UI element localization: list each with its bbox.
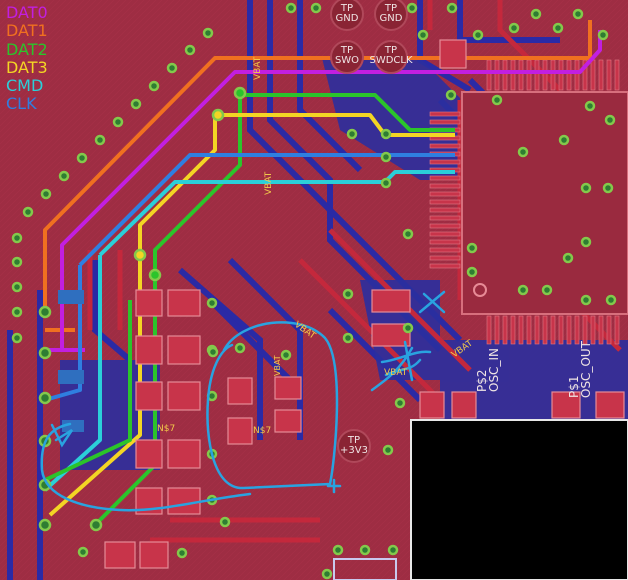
trace-dat1	[43, 20, 592, 310]
hand-annotations	[40, 290, 446, 512]
tp-gnd-2-net: GND	[379, 13, 403, 24]
mcu-qfp-package	[429, 59, 628, 345]
silk-osc-in: P$2 OSC_IN	[475, 348, 501, 392]
vias	[11, 2, 617, 580]
silk-vbat-2: VBAT	[264, 171, 274, 195]
tp-swo-tp: TP	[340, 45, 354, 56]
silk-osc-in-net: OSC_IN	[487, 348, 501, 392]
shielded-component-body	[410, 419, 628, 580]
legend-dat3: DAT3	[6, 57, 48, 77]
tp-gnd-2: TP GND	[377, 4, 405, 24]
tp-swo: TP SWO	[331, 46, 363, 66]
signal-legend: DAT0 DAT1 DAT2 DAT3 CMD CLK	[6, 3, 48, 114]
tp-gnd-2-tp: TP	[384, 3, 398, 14]
legend-cmd: CMD	[6, 76, 44, 96]
trace-clk	[78, 153, 455, 267]
annotation-lasso	[40, 422, 252, 512]
silk-vbat-1: VBAT	[253, 56, 263, 80]
tp-3v3: TP +3V3	[337, 436, 371, 456]
test-points	[330, 0, 408, 463]
silk-ns7-1: N$7	[157, 424, 176, 434]
passive-components	[58, 39, 625, 569]
tp-swdclk-net: SWDCLK	[369, 55, 413, 66]
annotation-plus	[326, 478, 342, 494]
legend-clk: CLK	[6, 94, 37, 114]
annotation-mark-left	[50, 423, 74, 448]
bottom-copper-pours	[60, 58, 628, 470]
silk-osc-out: P$1 OSC_OUT	[567, 341, 593, 398]
trace-clk-b	[44, 265, 82, 402]
silk-ns7-2: N$7	[253, 426, 272, 436]
legend-dat1: DAT1	[6, 21, 48, 41]
tp-swdclk-tp: TP	[384, 45, 398, 56]
silk-osc-out-net: OSC_OUT	[579, 341, 593, 398]
trace-dat2-c	[44, 300, 132, 482]
connector-outline	[333, 558, 397, 580]
legend-dat0: DAT0	[6, 3, 48, 22]
silk-vbat-4: VBAT	[384, 368, 408, 378]
silk-vbat-6: VBAT	[273, 355, 282, 376]
trace-dat0	[60, 30, 602, 350]
legend-dat2: DAT2	[6, 39, 48, 59]
annotation-scribble	[370, 340, 432, 392]
tp-gnd-1-net: GND	[335, 13, 359, 24]
annotation-cross	[418, 290, 446, 314]
tp-swo-net: SWO	[334, 55, 360, 66]
annotation-loop	[206, 321, 339, 490]
tp-3v3-tp: TP	[347, 435, 361, 446]
tp-3v3-net: +3V3	[340, 445, 368, 456]
tp-swdclk: TP SWDCLK	[364, 46, 418, 66]
tp-gnd-1: TP GND	[333, 4, 361, 24]
tp-gnd-1-tp: TP	[340, 3, 354, 14]
